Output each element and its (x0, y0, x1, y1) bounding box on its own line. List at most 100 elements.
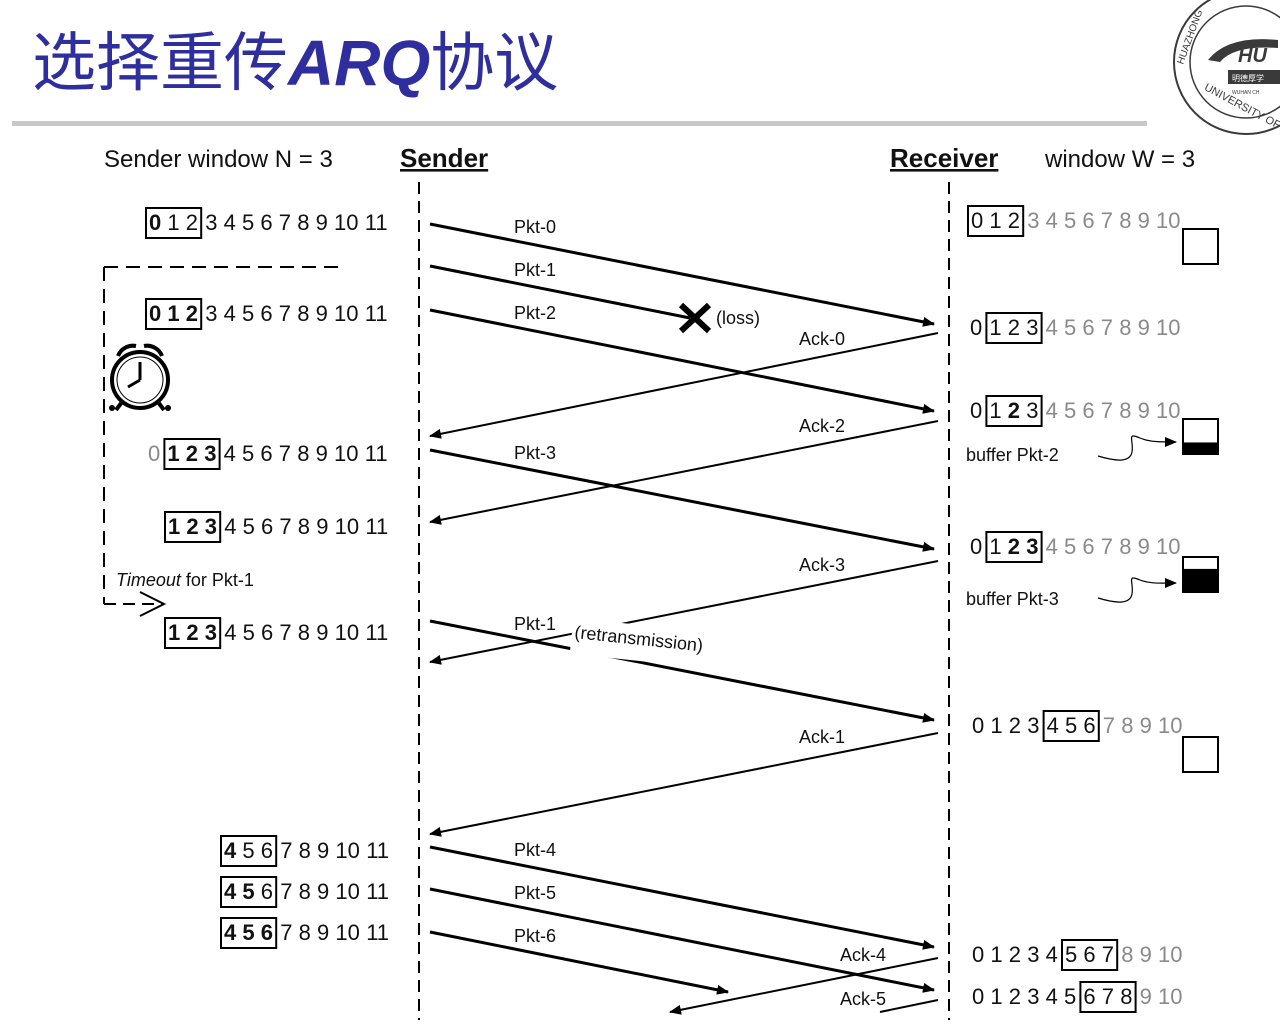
sender-seq-num: 9 (317, 879, 329, 904)
sender-seq-num: 4 (224, 210, 236, 235)
arrow-pkt-0 (429, 222, 935, 327)
arrow-pkt-2 (429, 308, 935, 414)
sender-seq-num: 5 (243, 620, 255, 645)
sender-seq-num: 9 (316, 441, 328, 466)
receiver-window-num: 2 (1008, 398, 1020, 423)
receiver-seq-num: 2 (1009, 942, 1021, 967)
buffer-pkt3-arrow (1097, 577, 1177, 603)
logo-mark: HU (1238, 45, 1267, 67)
label-ack-5: Ack-5 (840, 989, 886, 1009)
sender-seq-num: 9 (317, 838, 329, 863)
sender-seq-num: 9 (316, 620, 328, 645)
sender-window-header: Sender window N = 3 (104, 146, 333, 173)
sender-seq-num: 4 (224, 441, 236, 466)
receiver-seq-num: 7 (1103, 713, 1115, 738)
label-ack-3: Ack-3 (799, 555, 845, 575)
sender-seq-num: 11 (365, 620, 388, 645)
sender-seq-num: 7 (279, 620, 291, 645)
logo-city: WUHAN CH (1232, 90, 1260, 96)
buffer-pkt2-arrow (1097, 435, 1177, 461)
logo-outer-ring (1173, 0, 1280, 135)
receiver-seq-num: 3 (1027, 208, 1039, 233)
receiver-seq-num: 8 (1121, 942, 1133, 967)
buffer-pkt3-label: buffer Pkt-3 (966, 589, 1059, 609)
receiver-seq-num: 1 (990, 942, 1002, 967)
sender-seq-num: 4 (224, 301, 236, 326)
timeout-label: Timeout for Pkt-1 (116, 570, 254, 590)
receiver-seq-num: 7 (1101, 208, 1113, 233)
receiver-seq-num: 3 (1027, 942, 1039, 967)
receiver-window-num: 5 (1065, 942, 1077, 967)
arrow-ack-2 (429, 420, 939, 525)
receiver-seq-num: 4 (1046, 398, 1058, 423)
logo-inner-ring (1189, 5, 1280, 119)
receiver-window-box (1079, 981, 1137, 1013)
sender-window-num: 5 (242, 838, 254, 863)
loss-label: (loss) (716, 308, 760, 328)
logo-motto: 明德厚学 (1232, 73, 1264, 83)
receiver-window-num: 2 (1008, 315, 1020, 340)
arrow-pkt-6 (429, 930, 729, 995)
sender-window-box (220, 835, 278, 867)
sender-seq-num: 11 (366, 920, 389, 945)
sender-seq-num: 9 (316, 514, 328, 539)
receiver-window-num: 1 (989, 315, 1001, 340)
sender-seq-num: 8 (297, 210, 309, 235)
sender-window-num: 2 (186, 441, 198, 466)
sender-window-num: 2 (186, 620, 198, 645)
buffer-box (1182, 736, 1219, 773)
sender-seq-num: 6 (260, 210, 272, 235)
label-pkt-3: Pkt-3 (514, 443, 556, 463)
receiver-seq-num: 0 (972, 984, 984, 1009)
timeout-label-italic: Timeout (116, 570, 182, 590)
receiver-seq-num: 0 (972, 942, 984, 967)
receiver-seq-num: 3 (1027, 713, 1039, 738)
receiver-seq-num: 2 (1009, 713, 1021, 738)
receiver-seq-num: 4 (1046, 315, 1058, 340)
loss-x-icon (678, 302, 712, 334)
receiver-seq-num: 9 (1138, 534, 1150, 559)
sender-window-num: 6 (261, 879, 273, 904)
sender-seq-num: 6 (261, 514, 273, 539)
receiver-window-box (985, 312, 1043, 344)
receiver-seq-num: 0 (970, 534, 982, 559)
label-pkt-6: Pkt-6 (514, 926, 556, 946)
receiver-seq-num: 6 (1082, 208, 1094, 233)
sender-seq-num: 0 (148, 441, 160, 466)
sender-seq-num: 4 (224, 514, 236, 539)
sender-window-box (164, 511, 222, 543)
receiver-seq-num: 4 (1046, 208, 1058, 233)
receiver-seq-num: 8 (1121, 713, 1133, 738)
label-pkt-1-retransmit: Pkt-1 (514, 614, 556, 634)
sender-window-box (163, 438, 221, 470)
sender-window-num: 2 (186, 514, 198, 539)
logo-banner (1228, 70, 1280, 84)
sender-window-num: 3 (205, 514, 217, 539)
receiver-window-box (967, 205, 1025, 237)
sender-seq-num: 7 (280, 838, 292, 863)
receiver-seq-num: 5 (1064, 534, 1076, 559)
arrow-ack-1 (429, 732, 939, 837)
receiver-seq-num: 9 (1138, 398, 1150, 423)
receiver-seq-num: 10 (1156, 208, 1180, 233)
receiver-seq-num: 1 (990, 713, 1002, 738)
sender-seq-num: 8 (297, 301, 309, 326)
sender-seq-num: 8 (299, 879, 311, 904)
sender-seq-num: 10 (335, 838, 359, 863)
timeout-label-rest: for Pkt-1 (181, 570, 254, 590)
receiver-window-num: 3 (1026, 398, 1038, 423)
buffer-fill (1183, 442, 1218, 454)
sender-seq-num: 9 (316, 301, 328, 326)
receiver-window-num: 2 (1008, 208, 1020, 233)
sender-seq-num: 6 (261, 620, 273, 645)
label-pkt-0: Pkt-0 (514, 217, 556, 237)
label-pkt-2: Pkt-2 (514, 303, 556, 323)
title-part2: ARQ (288, 27, 431, 99)
receiver-seq-num: 6 (1082, 315, 1094, 340)
arrow-ack-5 (879, 999, 939, 1013)
sender-seq-num: 8 (297, 441, 309, 466)
receiver-seq-num: 9 (1140, 984, 1152, 1009)
